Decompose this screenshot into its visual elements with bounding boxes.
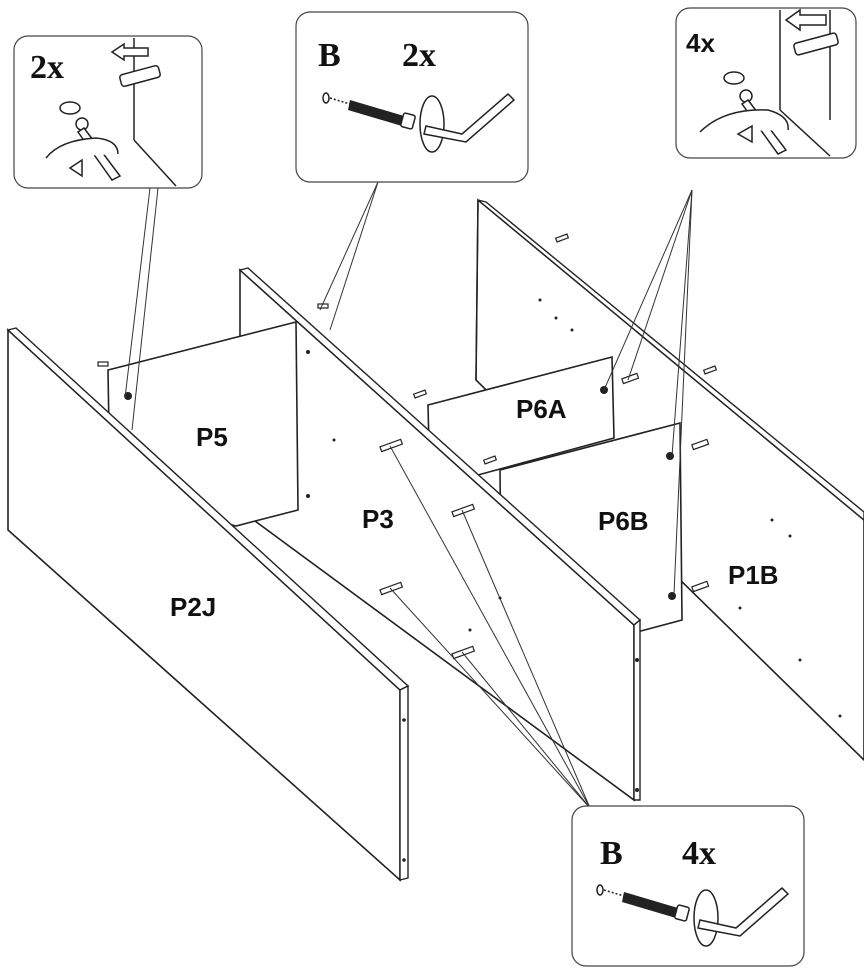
callout-quantity: 2x xyxy=(402,37,436,74)
screw-icon xyxy=(322,92,416,130)
leader-lines xyxy=(124,181,693,809)
dowel-icon xyxy=(119,64,161,88)
cam-lock-icon xyxy=(723,71,753,103)
callout-fastener: B xyxy=(600,835,623,872)
callout-screw-b-2x: B 2x xyxy=(295,11,529,183)
screw-icon xyxy=(596,884,690,922)
cam-lock-icon xyxy=(59,101,89,131)
callout-quantity: 4x xyxy=(682,835,716,872)
label-p5: P5 xyxy=(196,422,228,452)
callout-quantity: 4x xyxy=(686,28,715,58)
push-arrow-icon xyxy=(784,8,827,32)
label-p6b: P6B xyxy=(598,506,649,536)
label-p2j: P2J xyxy=(170,592,216,622)
rotate-arrow-icon xyxy=(45,137,119,178)
allen-key-icon xyxy=(423,92,516,143)
label-p6a: P6A xyxy=(516,394,567,424)
push-arrow-icon xyxy=(110,42,149,62)
callout-fastener: B xyxy=(318,37,341,74)
callout-quantity: 2x xyxy=(30,49,64,86)
allen-key-icon xyxy=(697,886,790,937)
dowel-icon xyxy=(793,32,839,56)
label-p3: P3 xyxy=(362,504,394,534)
label-p1b: P1B xyxy=(728,560,779,590)
panel-p3 xyxy=(238,267,642,802)
dowel-fittings xyxy=(97,233,842,718)
rotate-arrow-icon xyxy=(693,889,719,947)
callout-cam-lock-2x: 2x xyxy=(13,35,203,189)
callout-screw-b-4x: B 4x xyxy=(571,805,805,967)
panel-p2j xyxy=(6,327,410,882)
rotate-arrow-icon xyxy=(419,95,445,153)
callout-cam-lock-4x: 4x xyxy=(675,7,857,159)
rotate-arrow-icon xyxy=(699,109,789,144)
